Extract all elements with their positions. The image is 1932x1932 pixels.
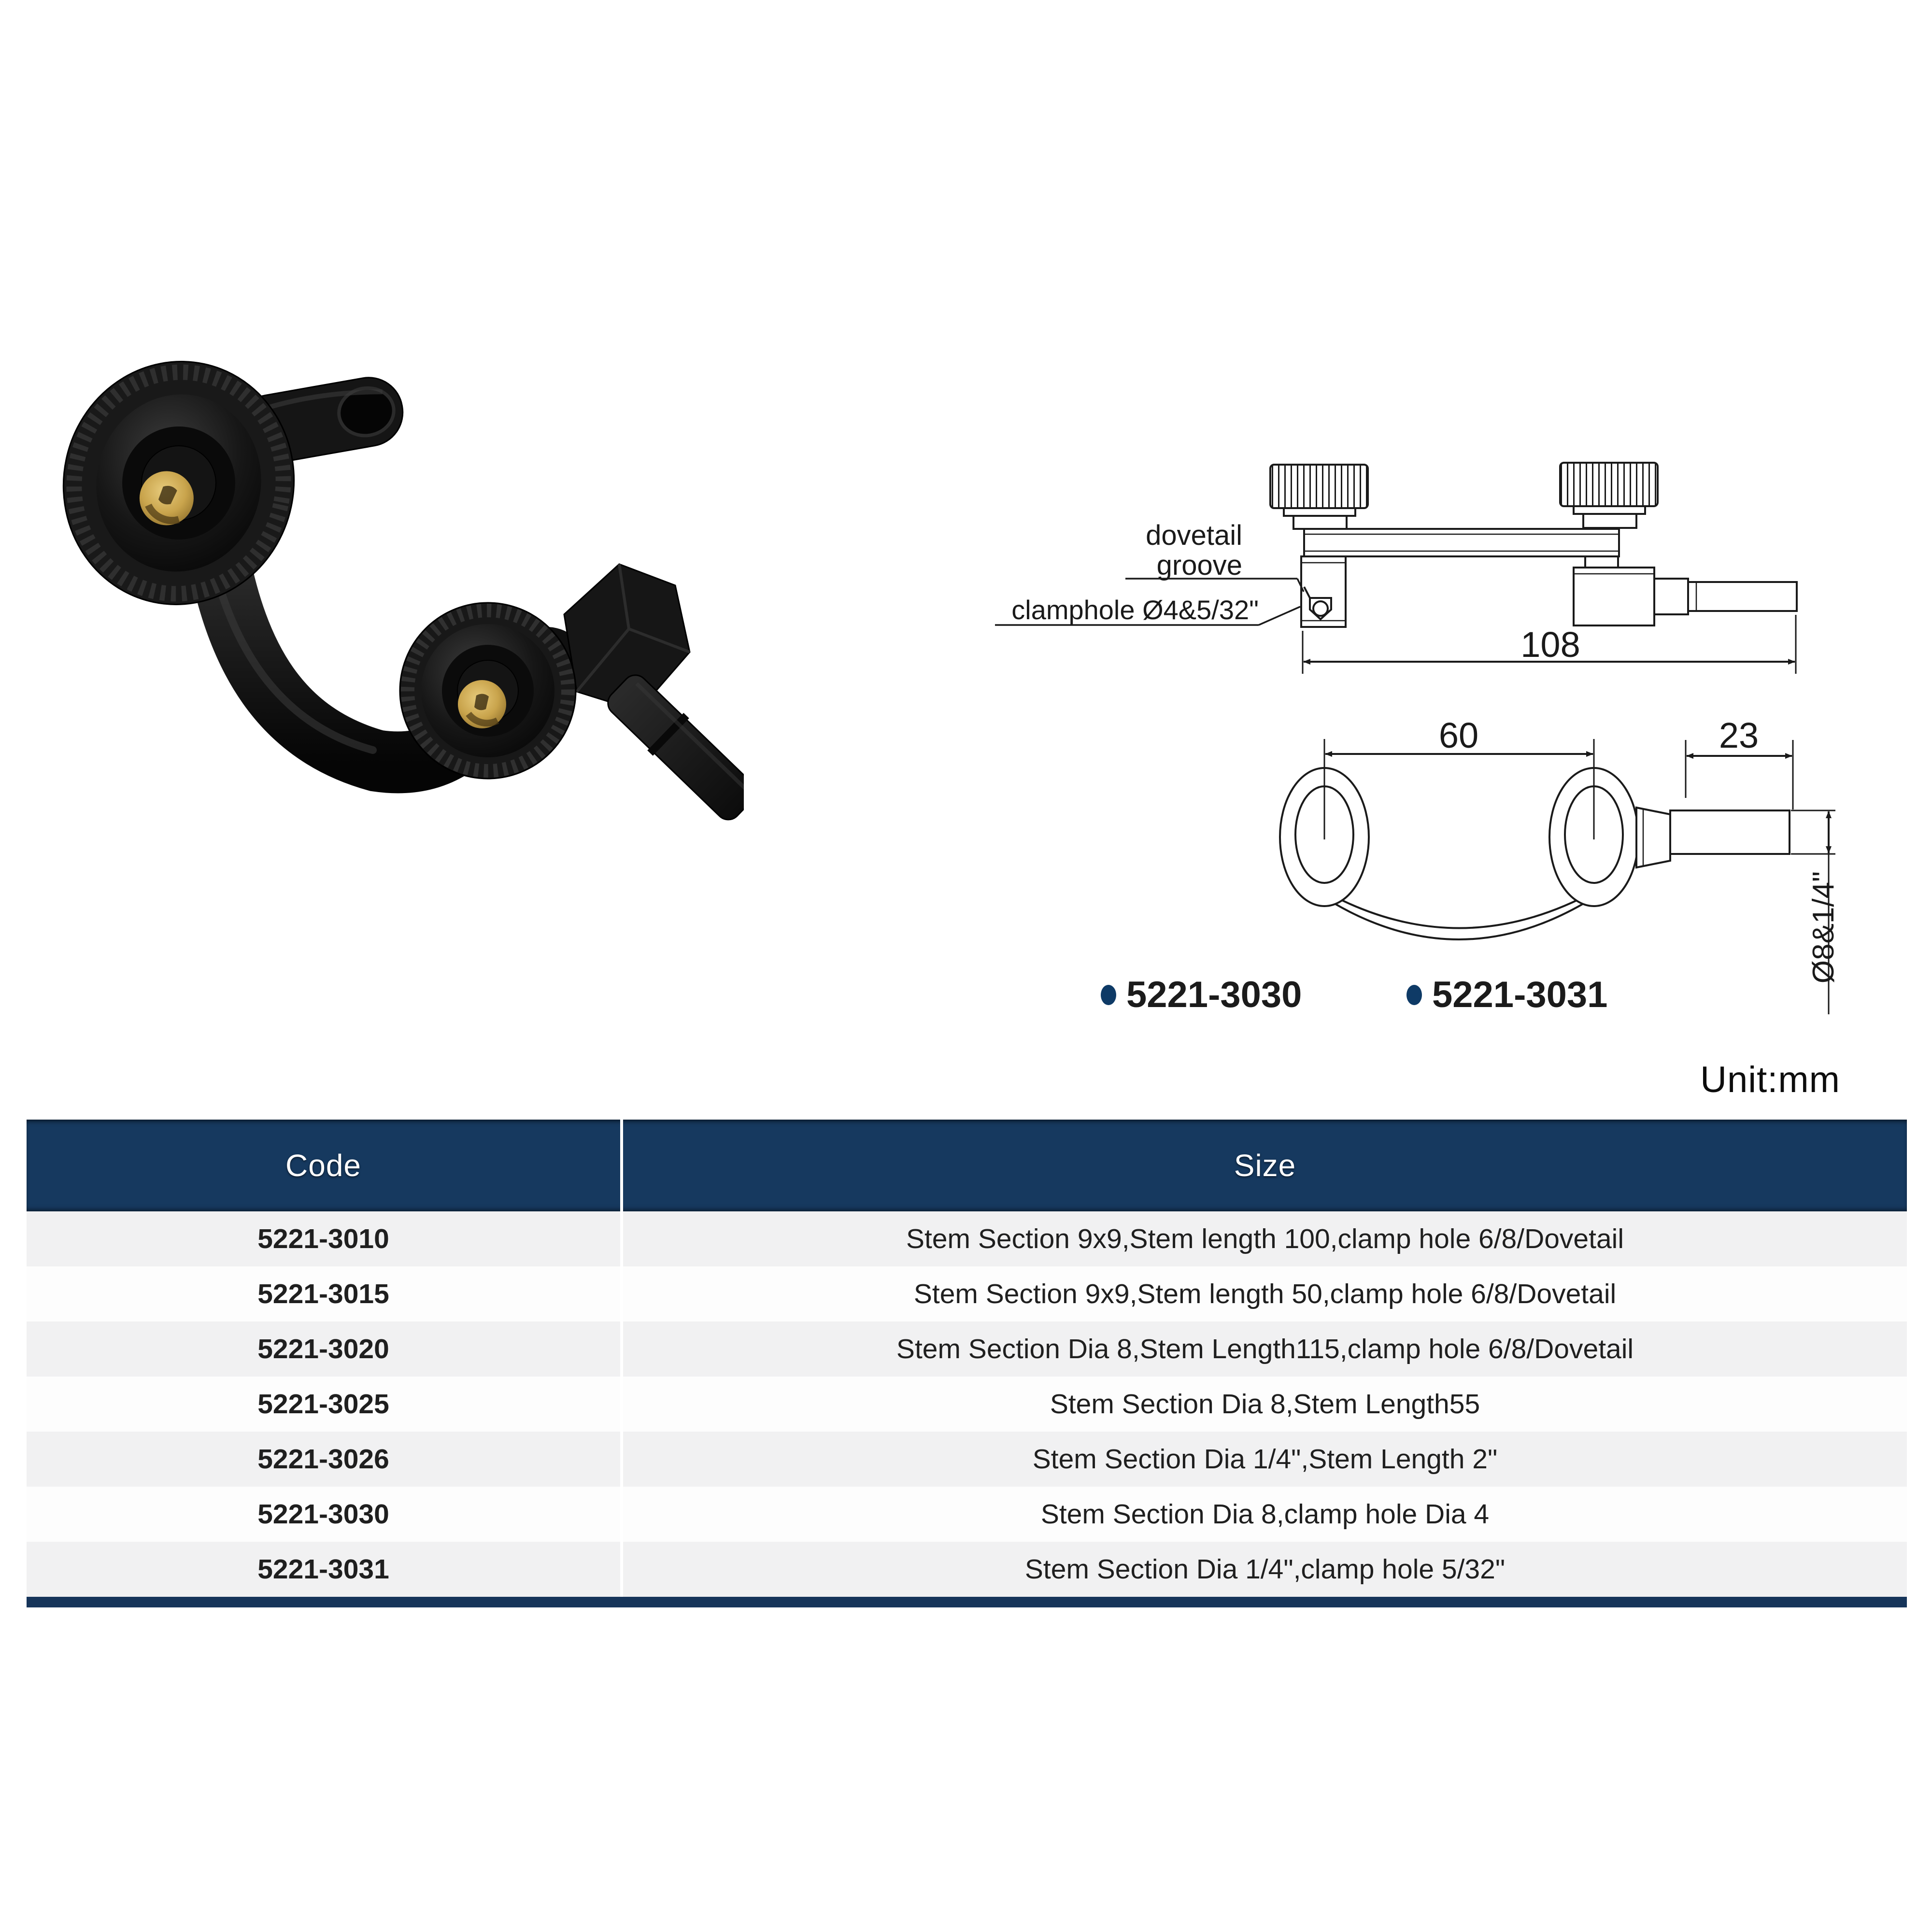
table-row: 5221-3026 Stem Section Dia 1/4",Stem Len… <box>27 1432 1907 1487</box>
row-code: 5221-3025 <box>27 1377 623 1432</box>
header-size: Size <box>1234 1148 1296 1183</box>
knob-lower <box>399 602 577 780</box>
variant-bullet-1: 5221-3030 <box>1101 974 1302 1015</box>
table-row: 5221-3010 Stem Section 9x9,Stem length 1… <box>27 1211 1907 1266</box>
spec-table-header: Code Size <box>27 1120 1907 1211</box>
hex-body <box>563 563 691 712</box>
round-stem <box>607 674 756 821</box>
spec-table-body: 5221-3010 Stem Section 9x9,Stem length 1… <box>27 1211 1907 1597</box>
table-row: 5221-3015 Stem Section 9x9,Stem length 5… <box>27 1266 1907 1321</box>
row-code: 5221-3031 <box>27 1542 623 1597</box>
row-code: 5221-3030 <box>27 1487 623 1542</box>
dim-dia <box>1791 810 1835 1014</box>
header-code: Code <box>27 1120 623 1211</box>
product-photo <box>29 319 756 898</box>
front-view <box>1269 462 1798 628</box>
clamphole-label: clamphole Ø4&5/32" <box>1011 595 1259 625</box>
row-size: Stem Section 9x9,Stem length 50,clamp ho… <box>913 1279 1617 1309</box>
technical-drawing-svg: dovetail groove clamphole Ø4&5/32" 108 6… <box>995 462 1840 1015</box>
dim-108 <box>1302 615 1797 674</box>
row-size: Stem Section Dia 8,Stem Length55 <box>1050 1389 1480 1420</box>
table-row: 5221-3025 Stem Section Dia 8,Stem Length… <box>27 1377 1907 1432</box>
spec-table: Code Size 5221-3010 Stem Section 9x9,Ste… <box>27 1120 1907 1607</box>
dim-23-value: 23 <box>1719 715 1759 755</box>
table-row: 5221-3031 Stem Section Dia 1/4",clamp ho… <box>27 1542 1907 1597</box>
row-size: Stem Section Dia 1/4",Stem Length 2" <box>1032 1444 1498 1475</box>
row-size: Stem Section Dia 8,clamp hole Dia 4 <box>1040 1499 1490 1530</box>
row-size: Stem Section Dia 1/4",clamp hole 5/32" <box>1024 1554 1506 1585</box>
dovetail-label-line1: dovetail <box>1146 520 1242 551</box>
dim-108-value: 108 <box>1520 625 1580 665</box>
table-row: 5221-3020 Stem Section Dia 8,Stem Length… <box>27 1321 1907 1377</box>
label-leaders <box>995 578 1305 626</box>
row-code: 5221-3010 <box>27 1211 623 1266</box>
technical-drawing: dovetail groove clamphole Ø4&5/32" 108 6… <box>918 444 1884 1053</box>
variant-code-2: 5221-3031 <box>1432 974 1607 1015</box>
knob-upper <box>62 361 295 605</box>
row-code: 5221-3026 <box>27 1432 623 1487</box>
row-code: 5221-3015 <box>27 1266 623 1321</box>
variant-bullet-2: 5221-3031 <box>1406 974 1607 1015</box>
row-size: Stem Section 9x9,Stem length 100,clamp h… <box>906 1223 1624 1254</box>
dim-60-value: 60 <box>1439 715 1478 755</box>
table-row: 5221-3030 Stem Section Dia 8,clamp hole … <box>27 1487 1907 1542</box>
row-size: Stem Section Dia 8,Stem Length115,clamp … <box>896 1334 1634 1364</box>
dim-60 <box>1323 739 1595 839</box>
dim-23 <box>1685 740 1794 810</box>
dim-dia-value: Ø8&1/4" <box>1807 871 1840 983</box>
top-view <box>1279 767 1790 940</box>
dovetail-label-line2: groove <box>1157 550 1242 581</box>
variant-code-1: 5221-3030 <box>1126 974 1302 1015</box>
unit-label: Unit:mm <box>1700 1059 1840 1100</box>
spec-table-bottom-border <box>27 1597 1907 1607</box>
product-photo-svg <box>62 361 756 821</box>
row-code: 5221-3020 <box>27 1321 623 1377</box>
dovetail-groove-shape <box>1303 586 1332 621</box>
